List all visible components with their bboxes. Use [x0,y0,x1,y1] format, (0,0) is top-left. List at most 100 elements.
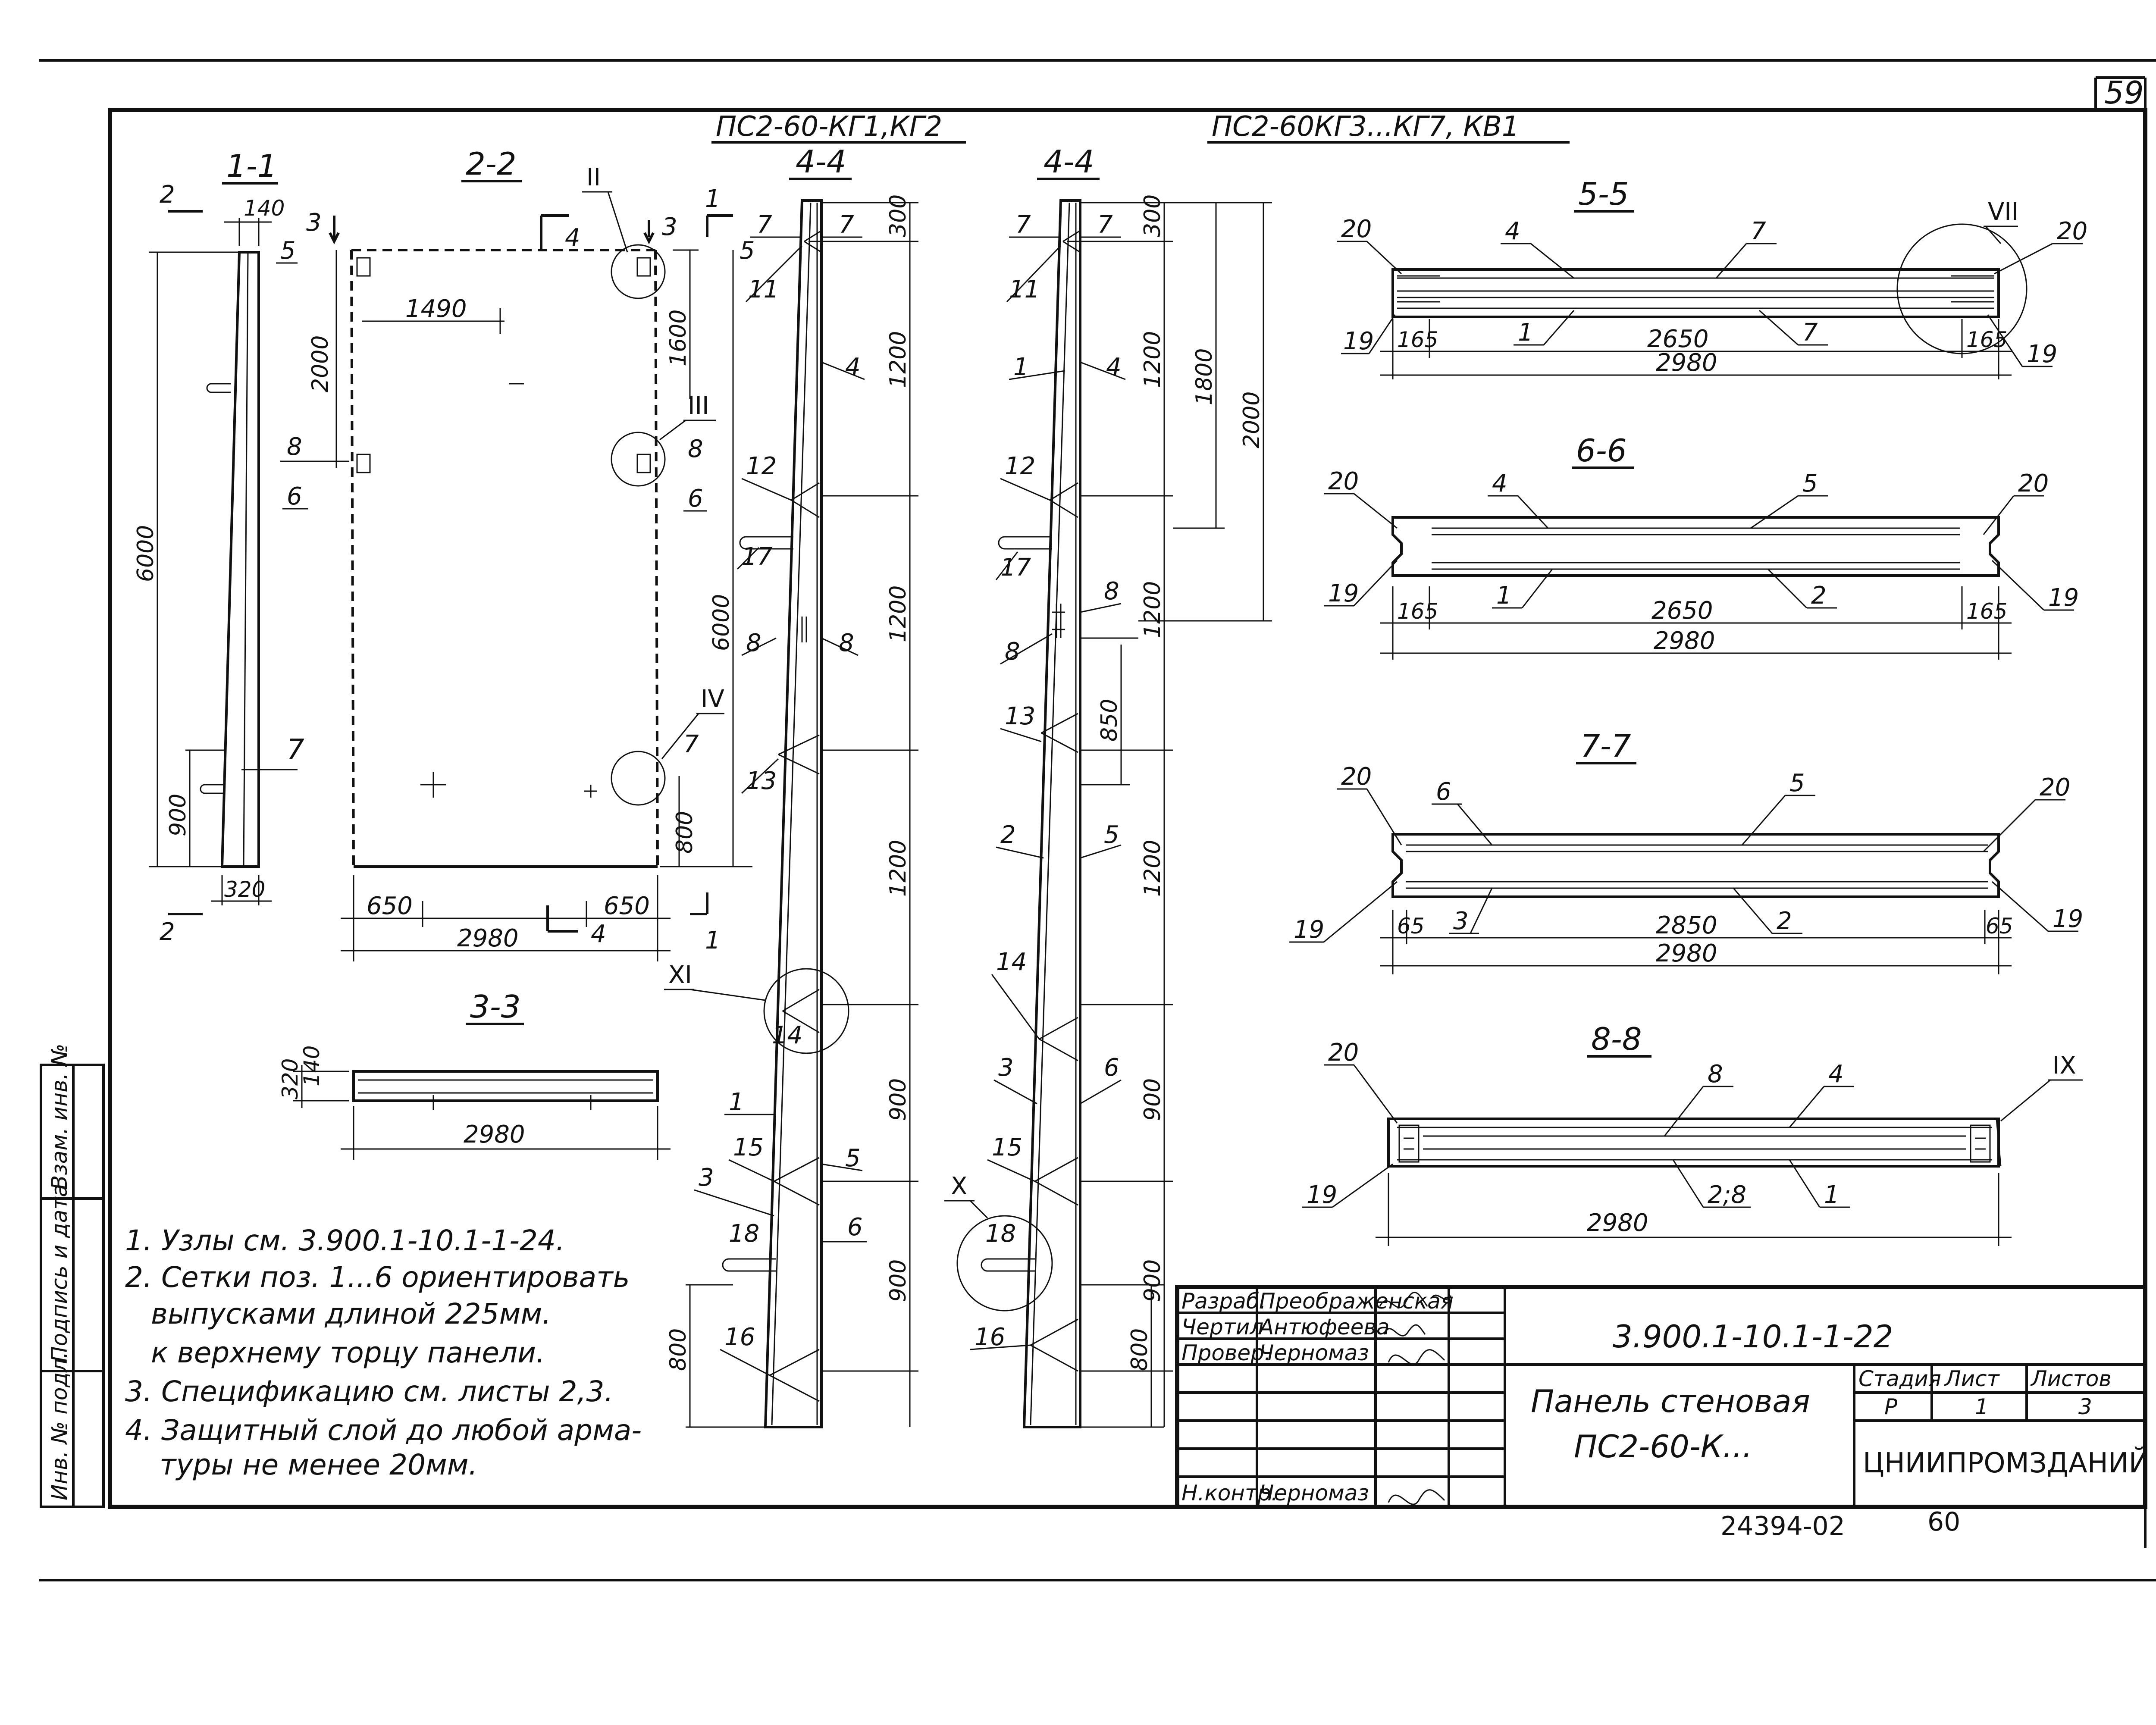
note-4: 4. Защитный слой до любой арма- [125,1414,642,1447]
svg-text:8: 8 [688,435,703,463]
svg-text:5: 5 [1104,821,1119,849]
svg-text:7: 7 [839,211,854,239]
svg-text:1: 1 [1518,319,1533,347]
svg-text:2: 2 [1777,907,1792,935]
svg-text:19: 19 [1294,916,1324,944]
svg-text:2: 2 [160,918,175,946]
section-4-4-left: 4-4 XI 7 7 11 4 12 17 8 8 [664,144,918,1428]
svg-text:140: 140 [299,1046,324,1086]
svg-text:1800: 1800 [1191,348,1217,405]
svg-text:300: 300 [885,194,911,237]
svg-text:3: 3 [998,1054,1014,1082]
tb-role-developer: Разраб. [1181,1289,1266,1314]
svg-text:165: 165 [1966,327,2007,352]
svg-text:2980: 2980 [1587,1209,1648,1237]
section-1-1: 1-1 2 2 6000 900 140 320 7 [133,148,304,946]
svg-text:140: 140 [244,196,285,221]
svg-text:7: 7 [287,734,304,766]
s88-title: 8-8 [1591,1021,1642,1057]
signature-2 [1383,1324,1426,1337]
stamp-replace-inv: Взам. инв. № [47,1044,72,1190]
signature-3 [1388,1349,1445,1365]
svg-text:15: 15 [992,1133,1022,1161]
note-4-cont: туры не менее 20мм. [160,1448,478,1481]
svg-text:7: 7 [1802,319,1818,347]
tb-name-checker: Черномаз [1259,1340,1369,1365]
svg-text:850: 850 [1097,699,1122,742]
svg-text:1200: 1200 [885,585,911,642]
s44a-title: 4-4 [796,144,846,180]
svg-text:X: X [951,1172,967,1200]
svg-text:19: 19 [2027,340,2057,368]
svg-text:1200: 1200 [1140,331,1166,388]
svg-text:8: 8 [1708,1060,1723,1088]
tb-name-norm-control: Черномаз [1259,1481,1369,1506]
s33-title: 3-3 [470,989,521,1025]
tb-sheets-label: Листов [2030,1366,2112,1391]
svg-text:65: 65 [1397,914,1425,939]
signature-1 [1379,1292,1452,1309]
svg-text:19: 19 [2048,584,2079,612]
svg-text:6000: 6000 [708,594,734,651]
svg-text:650: 650 [367,892,413,920]
svg-text:3: 3 [662,213,677,241]
svg-text:7: 7 [757,211,772,239]
svg-text:7: 7 [683,730,699,758]
svg-text:1: 1 [1824,1181,1839,1209]
left-group-header: ПС2-60-КГ1,КГ2 [716,111,942,143]
svg-text:11: 11 [748,275,779,304]
svg-text:2980: 2980 [457,924,519,952]
svg-text:5: 5 [740,237,755,265]
group-headers: ПС2-60-КГ1,КГ2 ПС2-60КГ3...КГ7, КВ1 [711,111,1570,144]
note-1: 1. Узлы см. 3.900.1-10.1-1-24. [125,1224,565,1257]
svg-text:17: 17 [742,543,773,571]
svg-text:2650: 2650 [1651,597,1713,625]
svg-text:19: 19 [1343,327,1374,355]
svg-text:2: 2 [1811,582,1827,610]
svg-text:6: 6 [688,485,703,513]
svg-text:IX: IX [2053,1052,2076,1080]
svg-text:650: 650 [604,892,650,920]
svg-text:II: II [586,163,601,191]
note-2-cont-b: к верхнему торцу панели. [151,1336,545,1369]
svg-text:2650: 2650 [1647,325,1709,353]
svg-text:13: 13 [746,767,777,795]
svg-text:20: 20 [2018,470,2049,498]
tb-stage-value: Р [1884,1394,1898,1419]
svg-text:3: 3 [306,209,322,237]
tb-sheet-label: Лист [1944,1366,2000,1391]
tb-name-developer: Преображенская [1259,1289,1454,1314]
svg-text:7: 7 [1751,217,1766,245]
svg-text:7: 7 [1015,211,1031,239]
section-5-5: 5-5 VII 20 4 7 20 19 1 7 19 [1337,176,2087,379]
note-3: 3. Спецификацию см. листы 2,3. [125,1375,613,1408]
svg-text:4: 4 [1828,1060,1844,1088]
tb-sheets-value: 3 [2078,1394,2092,1419]
svg-text:VII: VII [1988,198,2018,226]
svg-text:20: 20 [1328,467,1359,495]
svg-text:8: 8 [287,433,302,461]
svg-text:4: 4 [1492,470,1507,498]
svg-text:15: 15 [733,1133,764,1161]
svg-text:1: 1 [705,185,721,213]
svg-text:20: 20 [1341,215,1372,243]
svg-text:18: 18 [985,1220,1016,1248]
tb-sheet-value: 1 [1975,1394,1989,1419]
svg-text:16: 16 [975,1323,1005,1351]
svg-text:900: 900 [165,794,191,836]
svg-text:320: 320 [278,1058,303,1099]
svg-text:6: 6 [287,482,302,510]
svg-text:1: 1 [1496,582,1512,610]
section-6-6: 6-6 20 4 5 20 19 1 2 19 165 [1324,432,2079,660]
svg-text:8: 8 [1104,577,1119,605]
s22-title: 2-2 [466,146,517,182]
tb-name-drafter: Антюфеева [1258,1315,1390,1340]
s44b-title: 4-4 [1044,144,1094,180]
svg-text:2: 2 [160,181,175,209]
tb-role-drafter: Чертил [1181,1315,1263,1340]
stamp-column: Инв. № подл. Подпись и дата Взам. инв. № [40,1044,105,1508]
svg-text:12: 12 [746,452,777,480]
svg-text:900: 900 [1140,1259,1166,1302]
s11-title: 1-1 [226,148,277,184]
